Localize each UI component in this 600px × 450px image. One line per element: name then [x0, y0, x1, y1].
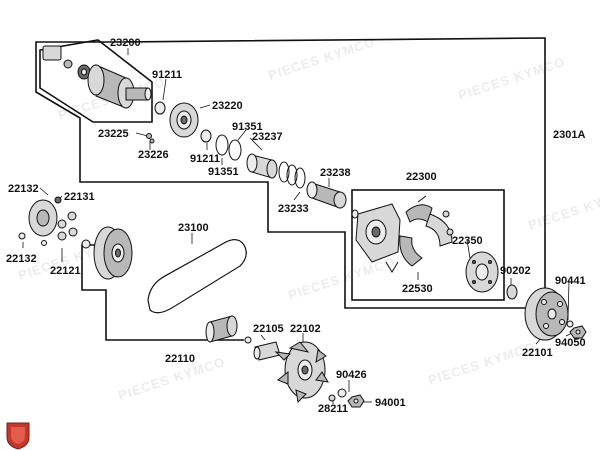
clutch-plate	[465, 251, 499, 293]
part-drawings	[18, 45, 587, 408]
part-label-22110: 22110	[165, 353, 195, 365]
part-label-90426: 90426	[336, 369, 367, 381]
part-label-23226: 23226	[138, 149, 169, 161]
part-label-91211: 91211	[152, 69, 182, 81]
part-label-22300: 22300	[406, 171, 437, 183]
part-label-91351: 91351	[208, 166, 239, 178]
washer-icon	[566, 320, 574, 328]
part-label-23238: 23238	[320, 167, 351, 179]
part-label-28211: 28211	[318, 403, 348, 415]
frame-23200	[39, 39, 153, 123]
snap-ring-icon	[154, 101, 166, 115]
fan-drive-face	[274, 341, 329, 404]
screw-icon	[146, 133, 152, 139]
part-label-22131: 22131	[64, 191, 95, 203]
clutch-assembly	[355, 195, 454, 273]
watermark: PIECES KYMCO	[266, 34, 377, 83]
o-ring-icon	[215, 134, 229, 156]
watermark: PIECES KYMCO	[426, 339, 537, 388]
movable-drive-face	[93, 226, 133, 280]
brand-logo-icon	[6, 422, 30, 450]
bearing-sleeve	[306, 181, 347, 209]
driven-plate	[169, 102, 199, 138]
part-label-22350: 22350	[452, 235, 483, 247]
leader-lines	[22, 48, 579, 404]
nut-icon	[569, 325, 587, 339]
part-label-90202: 90202	[500, 265, 531, 277]
nut-icon	[506, 284, 518, 300]
screw-icon	[149, 138, 155, 144]
watermark: PIECES KYMCO	[286, 254, 397, 303]
drive-belt	[147, 239, 247, 314]
seal-rings	[278, 161, 306, 189]
part-label-23237: 23237	[252, 131, 283, 143]
part-label-23220: 23220	[212, 100, 243, 112]
part-label-22132: 22132	[6, 253, 37, 265]
watermark: PIECES KYMCO	[456, 54, 567, 103]
o-ring-icon	[228, 139, 242, 161]
snap-ring-icon	[200, 129, 212, 143]
part-label-90441: 90441	[555, 275, 586, 287]
part-label-94001: 94001	[375, 397, 406, 409]
part-label-23225: 23225	[98, 128, 129, 140]
frame-2301a	[114, 37, 546, 290]
part-label-23200: 23200	[110, 37, 141, 49]
part-label-22132: 22132	[8, 183, 39, 195]
part-label-91351: 91351	[232, 121, 263, 133]
washer-icon	[244, 336, 252, 344]
part-label-94050: 94050	[555, 337, 586, 349]
nut-icon	[347, 394, 365, 408]
part-labels: 23200 91211 23220 23225 23226 91351 2323…	[6, 37, 586, 415]
part-label-22105: 22105	[253, 323, 284, 335]
part-label-2301a: 2301A	[553, 129, 585, 141]
spacer	[253, 341, 281, 361]
part-label-23233: 23233	[278, 203, 309, 215]
frame-22300	[351, 189, 505, 301]
washer-icon	[337, 388, 347, 398]
part-label-22102: 22102	[290, 323, 321, 335]
variator-plate	[18, 196, 78, 246]
part-label-91211: 91211	[190, 153, 220, 165]
bushing	[205, 315, 238, 343]
washer-icon	[81, 239, 91, 249]
watermark: PIECES KYMCO	[526, 184, 600, 233]
part-label-22101: 22101	[522, 347, 553, 359]
washer-icon	[328, 394, 336, 402]
frame-2301a-left	[35, 41, 545, 309]
part-label-22121: 22121	[50, 265, 81, 277]
clutch-bell	[524, 287, 569, 341]
drive-pulley-hub	[42, 45, 152, 109]
part-label-23100: 23100	[178, 222, 209, 234]
collar	[246, 153, 278, 179]
part-label-22530: 22530	[402, 283, 433, 295]
